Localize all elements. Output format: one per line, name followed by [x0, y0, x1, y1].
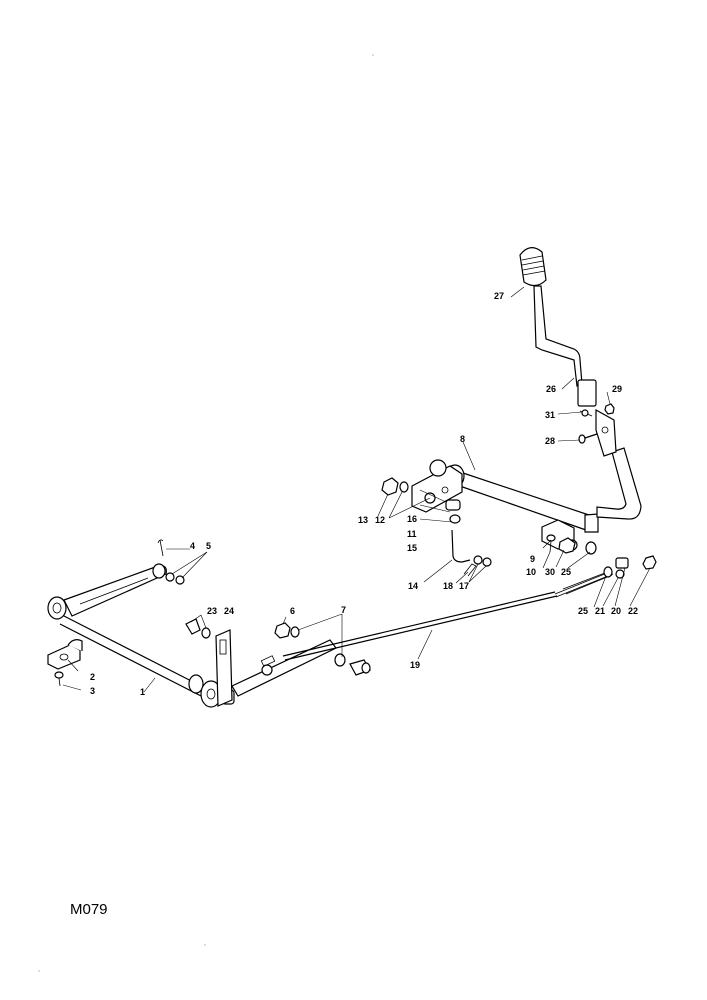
callout-10: 10 — [526, 567, 536, 577]
callout-21: 21 — [595, 606, 605, 616]
callout-16: 16 — [407, 514, 417, 524]
washers-17 — [473, 555, 492, 567]
callout-24: 24 — [224, 606, 234, 616]
callout-18: 18 — [443, 581, 453, 591]
clip-23 — [185, 618, 201, 635]
clip-18 — [463, 563, 477, 577]
callout-25-upper: 25 — [561, 567, 571, 577]
washer-25 — [585, 541, 597, 555]
callout-9: 9 — [530, 554, 535, 564]
washers-7 — [290, 626, 346, 667]
washer-24 — [201, 627, 211, 639]
rod-end-hardware — [603, 555, 657, 579]
pin-lower — [349, 659, 371, 676]
callout-5: 5 — [206, 541, 211, 551]
scan-specks — [38, 54, 374, 972]
washers-5 — [165, 572, 185, 585]
hardware-12-13 — [381, 477, 409, 496]
callout-17: 17 — [459, 581, 469, 591]
callout-3: 3 — [90, 686, 95, 696]
callout-11: 11 — [407, 529, 417, 539]
callout-4: 4 — [190, 541, 195, 551]
callout-25-lower: 25 — [578, 606, 588, 616]
callout-23: 23 — [207, 606, 217, 616]
callout-6: 6 — [290, 606, 295, 616]
bolt-9-10 — [546, 534, 556, 553]
callout-labels: 27 26 29 31 28 8 13 12 16 11 15 14 18 17… — [90, 291, 638, 697]
bent-pin-14 — [451, 529, 471, 563]
callout-31: 31 — [545, 410, 555, 420]
callout-12: 12 — [375, 515, 385, 525]
callout-20: 20 — [611, 606, 621, 616]
right-drop-arm — [215, 629, 233, 707]
callout-27: 26 — [546, 384, 556, 394]
callout-22: 22 — [628, 606, 638, 616]
hardware-11-15-16 — [445, 499, 461, 524]
lift-lever — [533, 285, 617, 457]
callout-7: 7 — [341, 605, 346, 615]
callout-8: 8 — [460, 434, 465, 444]
drawing-code-label: M079 — [70, 901, 108, 918]
nut-6 — [274, 622, 291, 639]
callout-19: 19 — [410, 660, 420, 670]
lever-knob — [519, 247, 547, 287]
callout-30: 29 — [612, 384, 622, 394]
callout-28: 27 — [494, 291, 504, 301]
left-lift-arm — [63, 563, 167, 617]
leader-lines — [62, 286, 651, 693]
bolt-29 — [578, 433, 598, 444]
bracket-26 — [541, 519, 578, 554]
left-bracket — [47, 639, 83, 670]
callout-13: 13 — [358, 515, 368, 525]
callout-1: 1 — [140, 687, 145, 697]
callout-29: 28 — [545, 436, 555, 446]
link-arm — [231, 639, 337, 697]
pin-4 — [157, 539, 164, 557]
nut-30 — [604, 403, 615, 415]
screw-31 — [579, 409, 593, 417]
front-cross-shaft — [445, 447, 642, 533]
callout-15: 15 — [407, 543, 417, 553]
callout-14: 14 — [408, 581, 418, 591]
bolt-3 — [54, 671, 64, 687]
callout-26: 30 — [545, 567, 555, 577]
callout-2: 2 — [90, 672, 95, 682]
connecting-rod — [282, 570, 614, 661]
